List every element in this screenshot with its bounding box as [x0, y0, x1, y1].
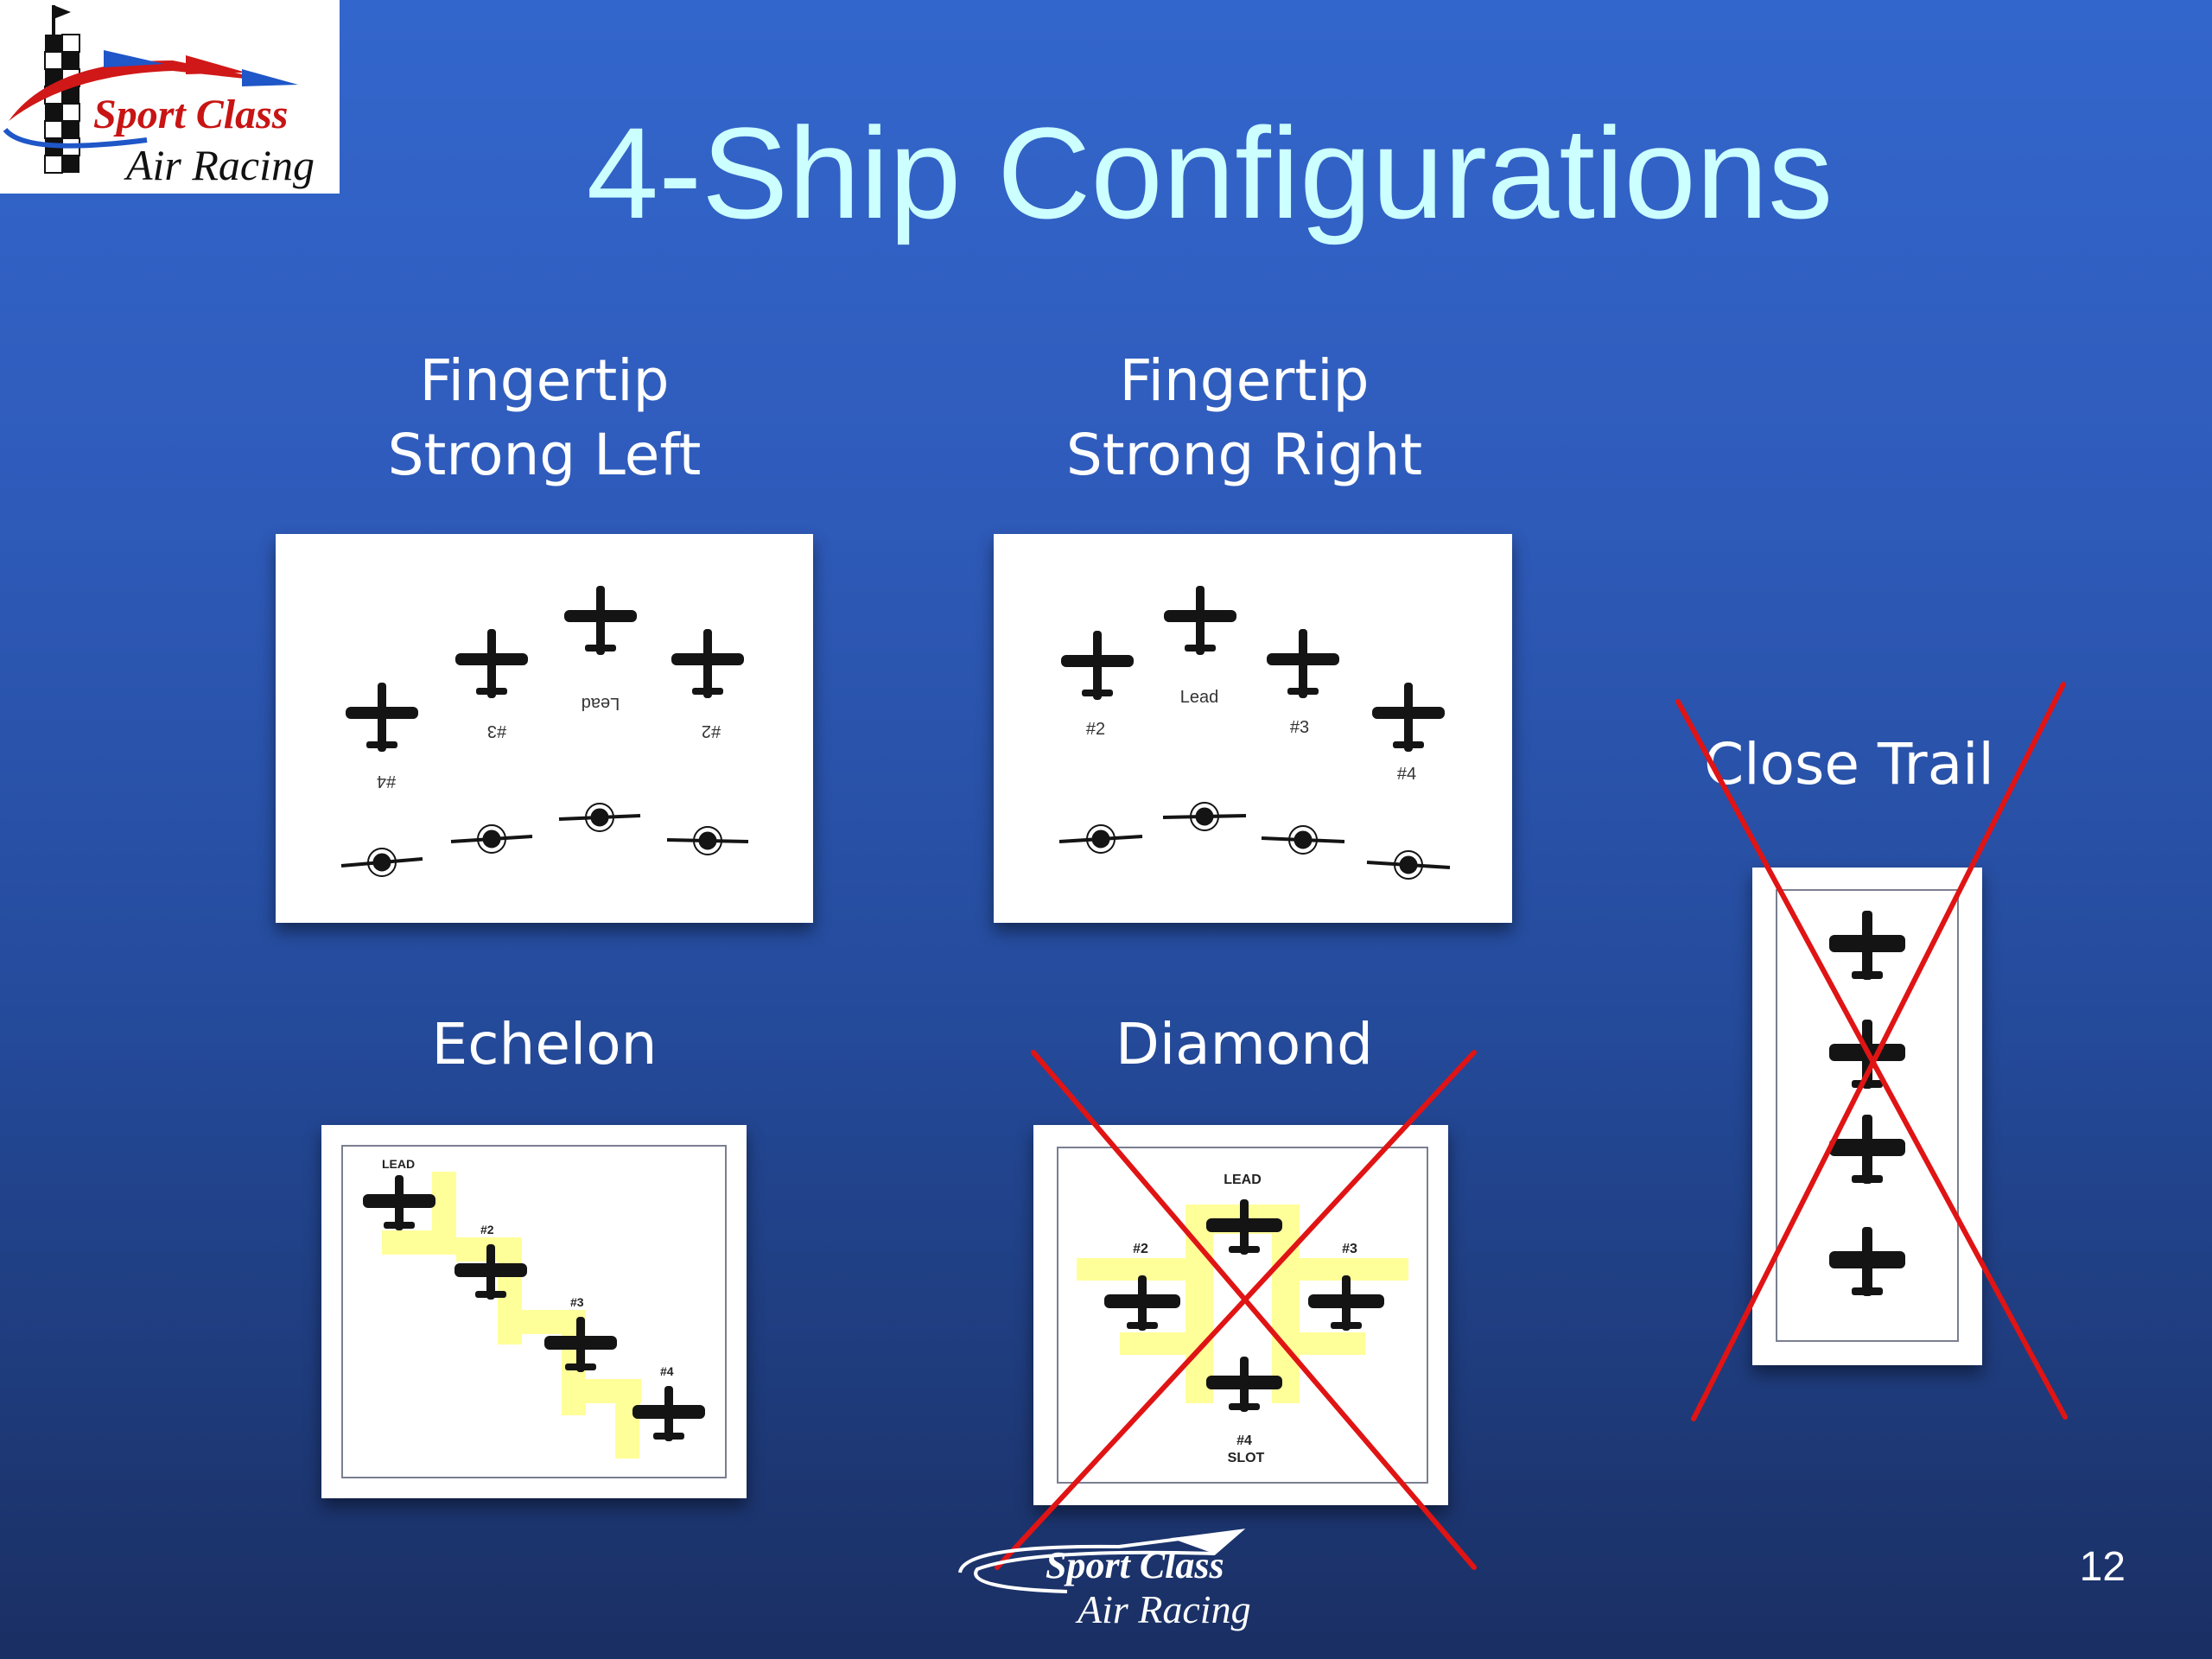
- slide-title: 4-Ship Configurations: [586, 100, 1834, 245]
- pylon-icon: [44, 5, 80, 174]
- logo-bottom-line1: Sport Class: [1046, 1544, 1224, 1586]
- label-echelon: Echelon: [431, 1011, 658, 1077]
- plane-front-icon: [1058, 802, 1451, 880]
- plane-icon: [346, 683, 418, 752]
- plane-front-icon: [340, 803, 749, 877]
- tag-text: Lead: [582, 694, 620, 713]
- diamond-diagram: LEAD #2 #3 #4 SLOT: [1033, 1125, 1448, 1505]
- plane-icon: [1308, 1275, 1384, 1331]
- plane-icon: [544, 1317, 617, 1372]
- plane-icon: [454, 1244, 527, 1300]
- tag-text: #4: [1397, 765, 1416, 784]
- label-fingertip-right-line1: Fingertip: [1119, 347, 1370, 414]
- tag-text: LEAD: [382, 1157, 415, 1171]
- label-diamond: Diamond: [1116, 1011, 1373, 1077]
- logo-top-line1: Sport Class: [93, 92, 288, 137]
- tag-text: Lead: [1180, 688, 1219, 707]
- plane-icon: [455, 629, 528, 698]
- plane-icon: [671, 629, 744, 698]
- label-fingertip-right-line2: Strong Right: [1065, 422, 1423, 488]
- plane-icon: [1267, 629, 1339, 698]
- tag-text: #4: [1236, 1433, 1252, 1448]
- tag-text: #2: [1133, 1242, 1148, 1256]
- plane-icon: [1061, 631, 1134, 700]
- echelon-diagram: LEAD #2 #3 #4: [321, 1125, 747, 1498]
- plane-icon: [632, 1386, 705, 1441]
- label-fingertip-left-line2: Strong Left: [387, 422, 702, 488]
- plane-icon: [1104, 1275, 1180, 1331]
- plane-icon: [1206, 1357, 1282, 1412]
- label-fingertip-left-line1: Fingertip: [419, 347, 670, 414]
- label-fingertip-left: Fingertip Strong Left: [328, 344, 760, 493]
- tag-text: SLOT: [1228, 1451, 1265, 1465]
- plane-icon: [1206, 1199, 1282, 1255]
- plane-icon: [1829, 1227, 1905, 1296]
- fingertip-left-diagram: #4 #3 Lead #2: [276, 534, 813, 923]
- close-trail-diagram: [1752, 868, 1982, 1365]
- plane-icon: [1829, 911, 1905, 980]
- page-number: 12: [2079, 1544, 2126, 1590]
- tag-text: #3: [1342, 1242, 1357, 1256]
- tag-text: LEAD: [1224, 1173, 1262, 1187]
- sport-class-logo-top: Sport Class Air Racing: [0, 0, 340, 194]
- cross-out-icon: [1675, 682, 2068, 1421]
- fingertip-right-diagram: #2 Lead #3 #4: [994, 534, 1512, 923]
- plane-icon: [363, 1175, 435, 1230]
- tag-text: #3: [570, 1295, 584, 1309]
- logo-bottom-line2: Air Racing: [1075, 1587, 1251, 1631]
- tag-text: #2: [1086, 720, 1105, 739]
- plane-icon: [564, 586, 637, 655]
- tag-text: #3: [1290, 718, 1309, 737]
- logo-top-line2: Air Racing: [124, 141, 315, 189]
- tag-text: #4: [377, 772, 396, 791]
- tag-text: #2: [480, 1223, 494, 1236]
- sport-class-logo-bottom: Sport Class Air Racing: [955, 1528, 1292, 1635]
- plane-icon: [1829, 1115, 1905, 1184]
- plane-icon: [1164, 586, 1236, 655]
- label-fingertip-right: Fingertip Strong Right: [1028, 344, 1460, 493]
- label-close-trail: Close Trail: [1704, 731, 1994, 798]
- tag-text: #4: [660, 1364, 674, 1378]
- plane-icon: [1372, 683, 1445, 752]
- tag-text: #3: [487, 721, 506, 741]
- cross-out-icon: [995, 1050, 1477, 1570]
- tag-text: #2: [702, 721, 721, 741]
- highlight-path: [382, 1172, 641, 1459]
